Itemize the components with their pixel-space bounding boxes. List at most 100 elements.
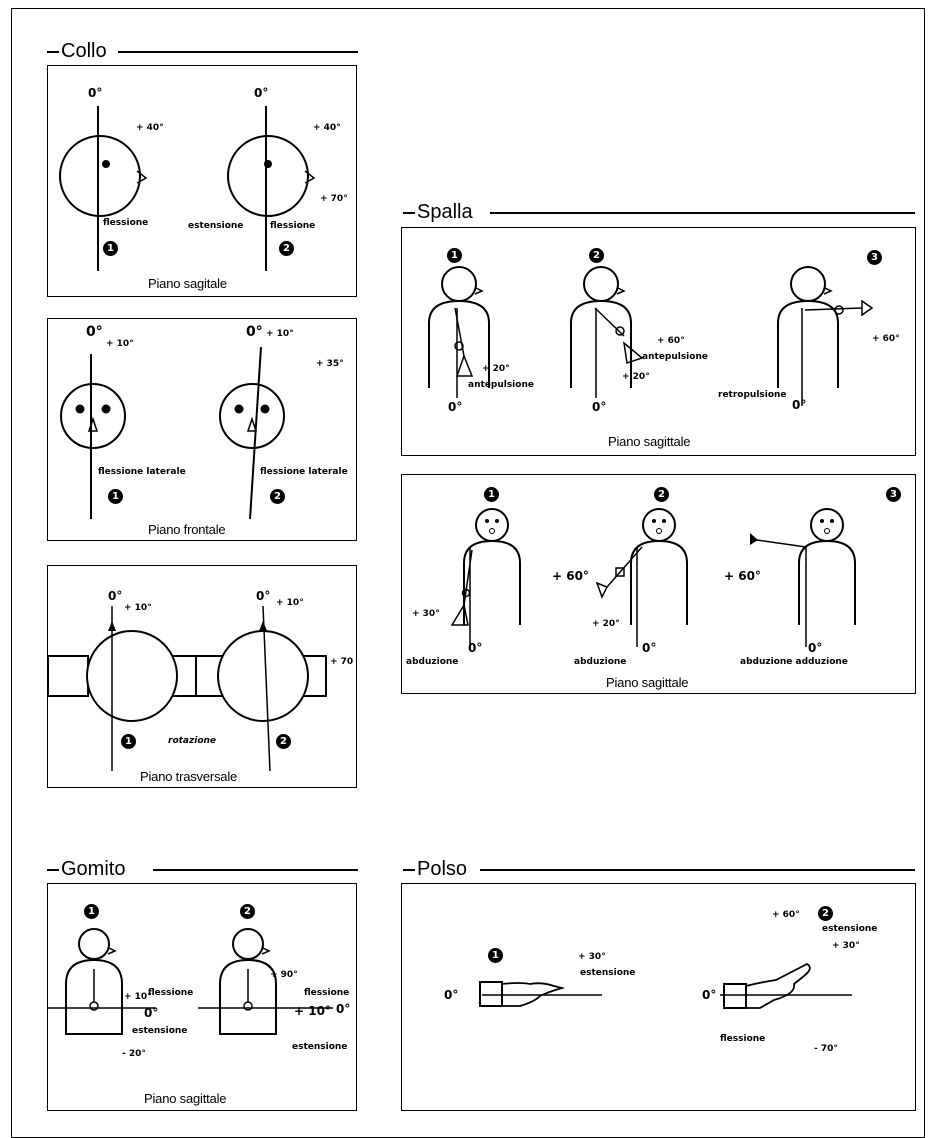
step-number-badge: 3 <box>886 487 901 502</box>
title-dash <box>403 869 415 871</box>
polso-panel: 1 + 30° estensione 0° 2 + 60° estensione… <box>401 883 916 1111</box>
angle-label: + 40° <box>313 123 341 133</box>
angle-label: + 70° <box>320 194 348 204</box>
panel-caption: Piano sagittale <box>606 675 688 690</box>
angle-label: 0° <box>592 400 606 414</box>
collo-panel-sagittale: 0° + 40° flessione 0° + 40° + 70° estens… <box>47 65 357 297</box>
step-number-badge: 2 <box>276 734 291 749</box>
angle-label: 0° <box>702 988 716 1002</box>
angle-label: 0° <box>792 398 806 412</box>
collo-sagittal-drawing <box>48 66 358 298</box>
angle-label: + 10° <box>276 598 304 608</box>
step-number-badge: 2 <box>654 487 669 502</box>
step-number-badge: 1 <box>484 487 499 502</box>
angle-label: 0° <box>86 324 103 340</box>
movement-label: estensione <box>188 221 243 231</box>
collo-frontal-drawing <box>48 319 358 542</box>
title-rule <box>480 869 915 871</box>
movement-label: abduzione adduzione <box>740 657 848 667</box>
angle-label: + 20° <box>622 372 650 382</box>
step-number-badge: 1 <box>447 248 462 263</box>
angle-label: + 20° <box>592 619 620 629</box>
movement-label: flessione <box>304 988 349 998</box>
angle-label: + 20° <box>482 364 510 374</box>
step-number-badge: 3 <box>867 250 882 265</box>
angle-label: 0° <box>642 641 656 655</box>
step-number-badge: 1 <box>108 489 123 504</box>
angle-label: 0° <box>336 1002 350 1016</box>
movement-label: flessione laterale <box>260 467 348 477</box>
step-number-badge: 2 <box>589 248 604 263</box>
movement-label: flessione <box>720 1034 765 1044</box>
movement-label: estensione <box>132 1026 187 1036</box>
movement-label: antepulsione <box>468 380 534 390</box>
panel-caption: Piano sagittale <box>608 434 690 449</box>
step-number-badge: 1 <box>84 904 99 919</box>
movement-label: rotazione <box>168 736 216 746</box>
section-title-gomito: Gomito <box>61 858 125 880</box>
polso-drawing <box>402 884 917 1112</box>
angle-label: + 30° <box>412 609 440 619</box>
angle-label: + 60° <box>657 336 685 346</box>
angle-label: + 10° <box>294 1004 331 1018</box>
movement-label: estensione <box>822 924 877 934</box>
movement-label: abduzione <box>406 657 458 667</box>
angle-label: + 60° <box>552 569 589 583</box>
panel-caption: Piano sagitale <box>148 276 227 291</box>
title-dash <box>47 869 59 871</box>
movement-label: estensione <box>580 968 635 978</box>
step-number-badge: 2 <box>279 241 294 256</box>
angle-label: + 60° <box>772 910 800 920</box>
angle-label: + 10° <box>106 339 134 349</box>
collo-transverse-drawing <box>48 566 358 789</box>
step-number-badge: 2 <box>818 906 833 921</box>
step-number-badge: 2 <box>270 489 285 504</box>
panel-caption: Piano sagittale <box>144 1091 226 1106</box>
panel-caption: Piano trasversale <box>140 769 237 784</box>
spalla-panel-2: 1 2 3 + 30° abduzione 0° + 60° + 20° abd… <box>401 474 916 694</box>
section-title-collo: Collo <box>61 40 107 62</box>
step-number-badge: 2 <box>240 904 255 919</box>
angle-label: 0° <box>144 1006 158 1020</box>
angle-label: 0° <box>108 589 122 603</box>
movement-label: estensione <box>292 1042 347 1052</box>
collo-panel-trasversale: 0° + 10° 0° + 10° + 70 rotazione 1 2 Pia… <box>47 565 357 788</box>
collo-panel-frontale: 0° + 10° 0° + 10° + 35° flessione latera… <box>47 318 357 541</box>
title-rule <box>118 51 358 53</box>
gomito-panel: 1 2 + 10° flessione 0° estensione - 20° … <box>47 883 357 1111</box>
angle-label: + 40° <box>136 123 164 133</box>
spalla-panel-1: 1 2 3 + 20° antepulsione 0° + 60° antepu… <box>401 227 916 456</box>
movement-label: flessione laterale <box>98 467 186 477</box>
angle-label: 0° <box>448 400 462 414</box>
angle-label: + 90° <box>270 970 298 980</box>
angle-label: + 35° <box>316 359 344 369</box>
section-title-polso: Polso <box>417 858 467 880</box>
angle-label: 0° <box>88 86 102 100</box>
title-dash <box>47 51 59 53</box>
title-rule <box>153 869 358 871</box>
angle-label: + 30° <box>578 952 606 962</box>
angle-label: 0° <box>246 324 263 340</box>
angle-label: 0° <box>254 86 268 100</box>
angle-label: 0° <box>256 589 270 603</box>
angle-label: + 10° <box>124 603 152 613</box>
movement-label: antepulsione <box>642 352 708 362</box>
angle-label: + 60° <box>724 569 761 583</box>
title-rule <box>490 212 915 214</box>
movement-label: retropulsione <box>718 390 787 400</box>
angle-label: 0° <box>468 641 482 655</box>
movement-label: flessione <box>148 988 193 998</box>
movement-label: flessione <box>103 218 148 228</box>
step-number-badge: 1 <box>488 948 503 963</box>
angle-label: + 60° <box>872 334 900 344</box>
angle-label: 0° <box>808 641 822 655</box>
step-number-badge: 1 <box>103 241 118 256</box>
movement-label: flessione <box>270 221 315 231</box>
angle-label: + 10° <box>266 329 294 339</box>
angle-label: + 70 <box>330 657 353 667</box>
angle-label: - 70° <box>814 1044 838 1054</box>
angle-label: - 20° <box>122 1049 146 1059</box>
title-dash <box>403 212 415 214</box>
angle-label: 0° <box>444 988 458 1002</box>
movement-label: abduzione <box>574 657 626 667</box>
